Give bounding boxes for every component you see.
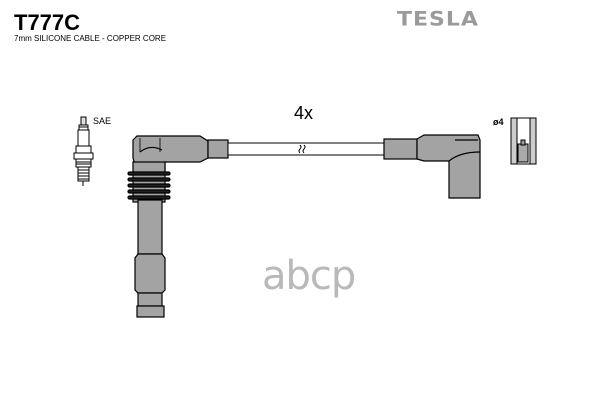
coil-boot <box>383 134 481 199</box>
part-number: T777C <box>14 10 81 35</box>
plug-type-label: SAE <box>93 116 112 126</box>
cable-description: 7mm SILICONE CABLE - COPPER CORE <box>14 34 167 43</box>
spark-plug-icon <box>73 116 94 186</box>
watermark: abcp <box>262 253 356 299</box>
terminal-diameter-label: ø4 <box>493 117 504 127</box>
cable <box>227 142 385 156</box>
terminal-section-icon <box>510 117 537 165</box>
spark-plug-boot <box>127 135 229 318</box>
quantity-label: 4x <box>294 103 314 123</box>
brand-logo: TESLA <box>397 8 479 31</box>
